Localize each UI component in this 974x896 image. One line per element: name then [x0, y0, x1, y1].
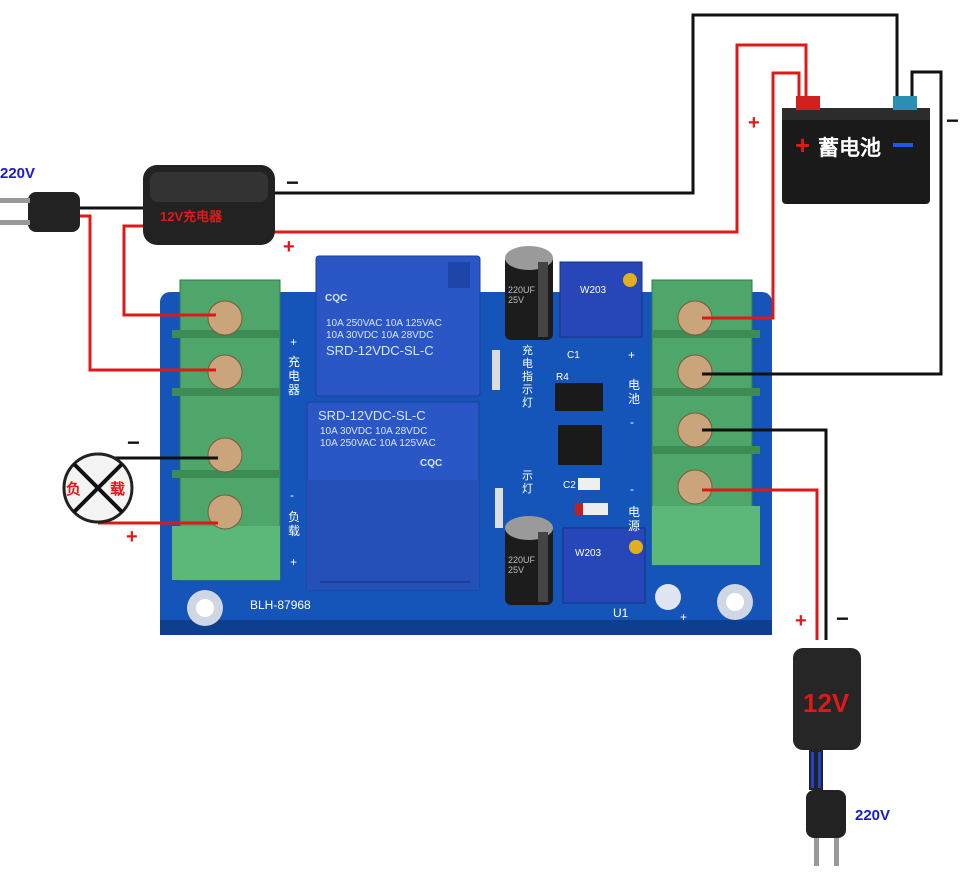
- silk-load-plus: +: [290, 555, 298, 569]
- relay-bottom-model: SRD-12VDC-SL-C: [318, 408, 426, 423]
- silk-battery-minus: -: [630, 415, 634, 429]
- relay-top: [315, 255, 481, 397]
- relay-bottom-spec-1: 10A 30VDC 10A 28VDC: [320, 426, 428, 437]
- potentiometer-bottom: [562, 527, 646, 604]
- battery-label: 蓄电池: [818, 137, 881, 160]
- charger-plus-sign: +: [283, 236, 295, 258]
- silk-charge-indicator: 充电指示灯: [522, 345, 533, 409]
- relay-bottom-spec-2: 10A 250VAC 10A 125VAC: [320, 438, 436, 449]
- adapter-label: 12V: [803, 688, 850, 718]
- battery-minus-mark: [893, 143, 913, 147]
- capacitor-bottom: [505, 516, 553, 605]
- battery: [782, 96, 930, 204]
- load-icon: [62, 452, 134, 524]
- capacitor-bottom-label: 220UF 25V: [508, 555, 536, 575]
- plug-bottom-icon: [806, 790, 846, 866]
- load-label-2: 载: [110, 481, 126, 498]
- relay-bottom-brand: CQC: [420, 458, 443, 469]
- mains-bottom-label: 220V: [855, 807, 891, 824]
- silk-charger-plus: +: [290, 335, 298, 349]
- silk-indicator: 示灯: [522, 470, 533, 495]
- silk-load-minus: -: [290, 488, 294, 502]
- battery-plus-sign: +: [748, 112, 760, 134]
- battery-plus-mark: +: [795, 130, 811, 160]
- silk-r4: R4: [556, 372, 569, 383]
- wires-black: [80, 13, 943, 640]
- charger-12v: [143, 165, 275, 245]
- pot-top-label: W203: [580, 285, 607, 296]
- adapter-plus-sign: +: [795, 610, 807, 632]
- relay-top-spec-1: 10A 250VAC 10A 125VAC: [326, 318, 442, 329]
- pot-bottom-label: W203: [575, 548, 602, 559]
- adapter-minus-sign: −: [836, 606, 849, 631]
- ic-chips: [492, 350, 608, 528]
- battery-minus-sign: −: [946, 108, 959, 133]
- capacitor-top-label: 220UF 25V: [508, 285, 536, 305]
- relay-top-brand: CQC: [325, 293, 348, 304]
- silk-battery-plus: +: [628, 348, 636, 362]
- silk-battery: 电池: [628, 378, 641, 406]
- silk-charger: 充电器: [288, 355, 301, 397]
- silk-power: 电源: [628, 505, 641, 533]
- relay-top-model: SRD-12VDC-SL-C: [326, 343, 434, 358]
- capacitor-top: [505, 246, 553, 340]
- potentiometer-top: [559, 261, 643, 338]
- wires-red: [80, 43, 819, 640]
- silk-power-plus: +: [680, 610, 688, 624]
- terminal-block-left: [172, 279, 281, 581]
- relay-top-spec-2: 10A 30VDC 10A 28VDC: [326, 330, 434, 341]
- charger-label: 12V充电器: [160, 209, 223, 224]
- plug-left-icon: [0, 192, 80, 232]
- load-minus-sign: −: [127, 430, 140, 455]
- load-label-1: 负: [66, 481, 82, 498]
- silk-load: 负载: [288, 510, 301, 538]
- load-plus-sign: +: [126, 526, 138, 548]
- silk-c2: C2: [563, 480, 576, 491]
- terminal-block-right: [651, 279, 760, 566]
- adapter-12v: [793, 648, 861, 790]
- charger-minus-sign: −: [286, 170, 299, 195]
- silk-power-minus: -: [630, 482, 634, 496]
- mains-left-label: 220V: [0, 165, 36, 182]
- silk-c1: C1: [567, 350, 580, 361]
- silk-u1: U1: [613, 606, 629, 620]
- relay-bottom: [306, 401, 480, 591]
- board-model-label: BLH-87968: [250, 598, 311, 612]
